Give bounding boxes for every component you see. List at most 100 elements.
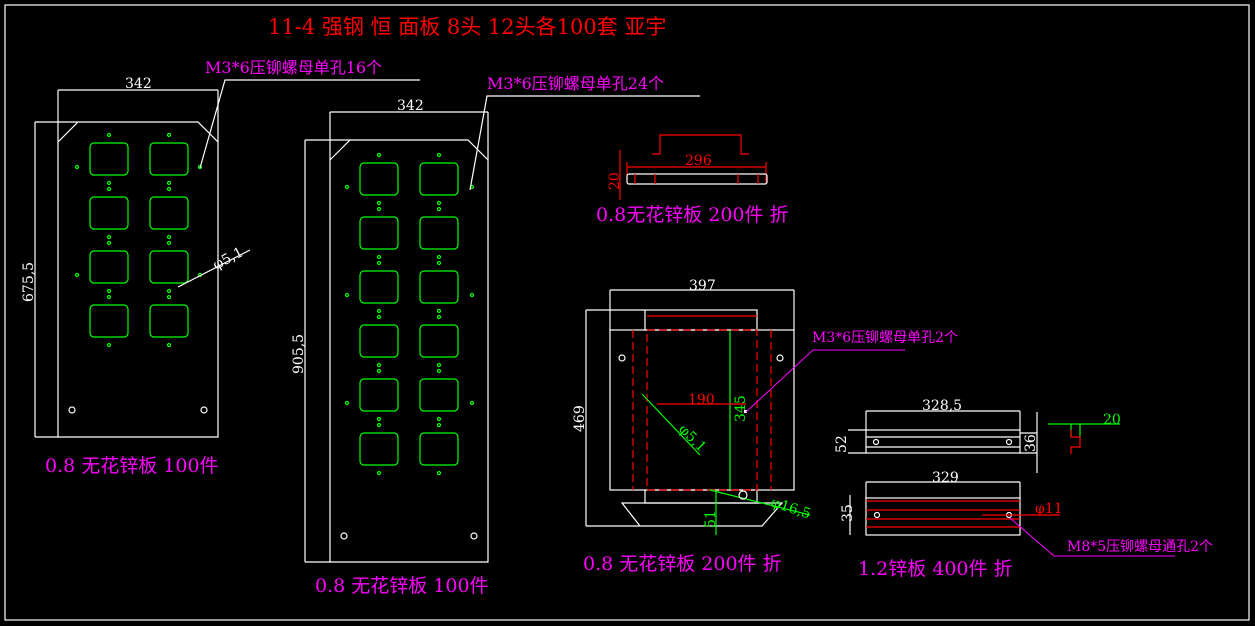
rivet-hole — [436, 206, 442, 212]
channel-side-dim: 36 — [1023, 434, 1039, 452]
rivet-hole — [376, 422, 382, 428]
channel-note: M8*5压铆螺母通孔2个 — [1067, 539, 1213, 555]
rivet-hole — [74, 164, 80, 170]
box-inner-width-dim: 190 — [688, 392, 715, 408]
panel-8-cutouts — [74, 132, 203, 348]
cutout — [89, 250, 129, 284]
cutout — [149, 142, 189, 176]
rivet-hole — [436, 470, 442, 476]
rivet-hole — [436, 260, 442, 266]
panel-8-height-dim: 675,5 — [21, 262, 37, 302]
strip-width-dim: 296 — [685, 153, 712, 169]
rivet-hole — [436, 422, 442, 428]
mount-hole — [200, 406, 208, 414]
strip-outline — [626, 173, 768, 185]
panel-12-leader — [469, 95, 700, 191]
cutout — [359, 324, 399, 358]
panel-8-hole-dim: φ5,1 — [210, 244, 246, 273]
strip-label: 0.8无花锌板 200件 折 — [596, 204, 789, 226]
channel-profile-dim: 20 — [1103, 412, 1121, 428]
cutout — [149, 250, 189, 284]
rivet-hole — [166, 288, 172, 294]
cutout — [419, 324, 459, 358]
rivet-hole — [197, 164, 203, 170]
rivet-hole — [166, 294, 172, 300]
rivet-hole — [469, 292, 475, 298]
channel-top-outline — [865, 429, 1021, 454]
rivet-hole — [106, 132, 112, 138]
channel-label: 1.2锌板 400件 折 — [858, 558, 1013, 580]
panel-8-note: M3*6压铆螺母单孔16个 — [205, 58, 382, 77]
rivet-hole — [376, 362, 382, 368]
rivet-hole — [106, 186, 112, 192]
rivet-hole — [436, 200, 442, 206]
mount-hole — [470, 532, 478, 540]
channel-top-height-dim: 52 — [834, 435, 850, 453]
rivet-hole — [166, 186, 172, 192]
box-height-dim: 469 — [572, 405, 588, 432]
rivet-hole — [166, 240, 172, 246]
cutout — [359, 378, 399, 412]
panel-8-leader — [199, 79, 420, 169]
box-small-hole-dim: φ5,1 — [675, 422, 709, 456]
box-inner-height-dim: 345 — [733, 395, 749, 422]
rivet-hole — [106, 294, 112, 300]
channel-bottom-outline — [865, 497, 1021, 536]
panel-12-heads: 342 905,5 M3*6压铆螺母单孔24个 0.8 无花锌板 100件 — [291, 74, 700, 597]
rivet-hole — [74, 272, 80, 278]
panel-8-label: 0.8 无花锌板 100件 — [45, 455, 219, 477]
box-bottom-dim: 51 — [703, 510, 719, 528]
rivet-hole — [344, 400, 350, 406]
panel-12-height-dim: 905,5 — [291, 334, 307, 374]
rivet-hole — [166, 342, 172, 348]
cutout — [359, 216, 399, 250]
strip-part: 296 20 0.8无花锌板 200件 折 — [596, 134, 789, 226]
rivet-hole — [376, 206, 382, 212]
rivet-hole — [376, 260, 382, 266]
mount-hole — [340, 532, 348, 540]
rivet-hole — [436, 254, 442, 260]
panel-8-outline — [57, 121, 219, 438]
cutout — [359, 432, 399, 466]
rivet-hole — [436, 362, 442, 368]
box-part: 397 469 345 190 φ5,1 51 φ16,5 M3*6压铆螺母单孔… — [572, 278, 958, 575]
channel-bottom-width-dim: 329 — [932, 470, 959, 486]
rivet-hole — [106, 180, 112, 186]
rivet-hole — [376, 308, 382, 314]
rivet-hole — [376, 314, 382, 320]
box-label: 0.8 无花锌板 200件 折 — [583, 553, 782, 575]
rivet-hole — [166, 180, 172, 186]
rivet-hole — [106, 342, 112, 348]
cutout — [419, 216, 459, 250]
panel-12-outline — [329, 139, 489, 563]
rivet-hole — [166, 234, 172, 240]
rivet-hole — [344, 292, 350, 298]
drawing-frame — [4, 4, 1250, 621]
cutout — [359, 162, 399, 196]
rivet-hole — [376, 254, 382, 260]
rivet-hole — [376, 368, 382, 374]
cutout — [149, 304, 189, 338]
box-large-hole-dim: φ16,5 — [769, 495, 813, 523]
rivet-hole — [436, 152, 442, 158]
rivet-hole — [436, 314, 442, 320]
cutout — [419, 162, 459, 196]
rivet-hole — [376, 470, 382, 476]
rivet-hole — [106, 234, 112, 240]
panel-12-note: M3*6压铆螺母单孔24个 — [487, 74, 664, 93]
cutout — [419, 378, 459, 412]
strip-height-dim: 20 — [607, 172, 623, 190]
panel-8-width-dim: 342 — [125, 76, 152, 92]
panel-12-cutouts — [344, 152, 475, 476]
channel-bottom-height-dim: 35 — [840, 504, 856, 522]
box-note: M3*6压铆螺母单孔2个 — [812, 330, 958, 346]
rivet-hole — [106, 240, 112, 246]
cutout — [419, 270, 459, 304]
cutout — [89, 304, 129, 338]
box-width-dim: 397 — [689, 278, 716, 294]
cutout — [149, 196, 189, 230]
drawing-title: 11-4 强钢 恒 面板 8头 12头各100套 亚宇 — [268, 15, 666, 39]
rivet-hole — [376, 416, 382, 422]
channel-top-width-dim: 328,5 — [922, 398, 962, 414]
